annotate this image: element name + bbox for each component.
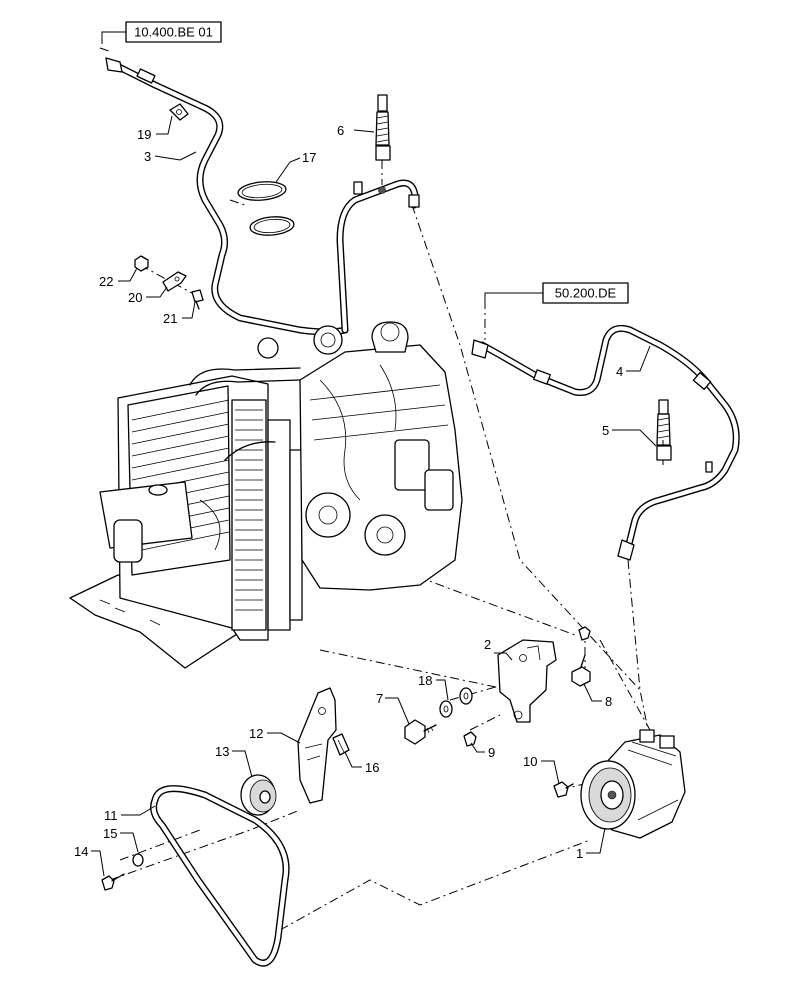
- callout-15: 15: [103, 826, 117, 841]
- ac-compressor-1: [580, 729, 686, 839]
- callout-13: 13: [215, 744, 229, 759]
- callout-2: 2: [484, 637, 491, 652]
- bolt-7: [404, 719, 437, 745]
- washer-15: [132, 853, 144, 867]
- callout-4: 4: [616, 364, 623, 379]
- callout-21: 21: [163, 311, 177, 326]
- reference-box-50200[interactable]: 50.200.DE: [484, 282, 629, 305]
- nut-22: [134, 255, 149, 272]
- callout-7: 7: [376, 691, 383, 706]
- clip-19: [169, 103, 189, 121]
- drive-belt-11: [150, 785, 290, 967]
- reference-text-50200: 50.200.DE: [555, 286, 617, 301]
- hose-4: [471, 324, 740, 561]
- hose-3: [105, 57, 349, 336]
- callout-8: 8: [605, 694, 612, 709]
- clip-16: [332, 733, 350, 756]
- callout-14: 14: [74, 844, 88, 859]
- callout-18: 18: [418, 673, 432, 688]
- callout-12: 12: [249, 726, 263, 741]
- callout-labels: 19 3 6 17 22 20 21 4 5 2 18 7 8 9 12 16 …: [74, 123, 623, 861]
- bolt-8: [571, 654, 591, 687]
- bolt-14: [101, 873, 125, 891]
- callout-3: 3: [144, 149, 151, 164]
- bracket-2: [497, 639, 557, 723]
- callout-leaders: [91, 115, 657, 877]
- callout-19: 19: [137, 127, 151, 142]
- idler-pulley-13: [240, 774, 277, 816]
- reference-box-10400[interactable]: 10.400.BE 01: [101, 21, 222, 44]
- callout-1: 1: [576, 846, 583, 861]
- o-rings-17: [237, 181, 295, 236]
- callout-17: 17: [302, 150, 316, 165]
- clip-20: [162, 271, 187, 292]
- callout-6: 6: [337, 123, 344, 138]
- callout-10: 10: [523, 754, 537, 769]
- callout-5: 5: [602, 423, 609, 438]
- bracket-12: [297, 687, 337, 804]
- hose-discharge-top: [336, 179, 420, 334]
- callout-22: 22: [99, 274, 113, 289]
- reference-text-10400: 10.400.BE 01: [134, 25, 213, 40]
- bolt-10: [553, 781, 574, 798]
- washer-18: [439, 687, 473, 718]
- bolt-top-bracket: [578, 626, 591, 641]
- callout-11: 11: [104, 808, 118, 823]
- callout-9: 9: [488, 745, 495, 760]
- bolt-9: [463, 731, 477, 747]
- engine-assembly: [69, 321, 463, 669]
- callout-20: 20: [128, 290, 142, 305]
- charge-valve-5: [656, 399, 672, 461]
- callout-16: 16: [365, 760, 379, 775]
- bolt-21: [191, 289, 204, 310]
- charge-valve-6: [375, 94, 391, 194]
